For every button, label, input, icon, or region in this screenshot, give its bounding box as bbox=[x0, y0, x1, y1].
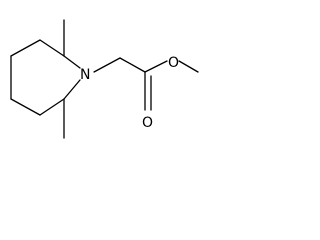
ring-bond-4 bbox=[63, 79, 81, 100]
ring-bond-6 bbox=[10, 98, 41, 116]
ring-bond-5 bbox=[39, 98, 65, 116]
ch2-carbonyl-bond bbox=[119, 57, 146, 73]
n-ch2-bond bbox=[93, 57, 121, 73]
structure-canvas: N O O bbox=[0, 0, 206, 150]
o-methyl-bond bbox=[178, 60, 199, 73]
carbonyl-oxygen-label: O bbox=[142, 115, 153, 131]
ring-bond-1 bbox=[10, 39, 41, 57]
nitrogen-label: N bbox=[80, 67, 90, 83]
carbonyl-ester-o-bond bbox=[144, 60, 168, 73]
ring-bond-3 bbox=[63, 55, 81, 69]
ester-oxygen-label: O bbox=[168, 55, 179, 71]
ring-bond-2 bbox=[39, 39, 65, 57]
molecule-structure: N O O bbox=[10, 19, 199, 139]
